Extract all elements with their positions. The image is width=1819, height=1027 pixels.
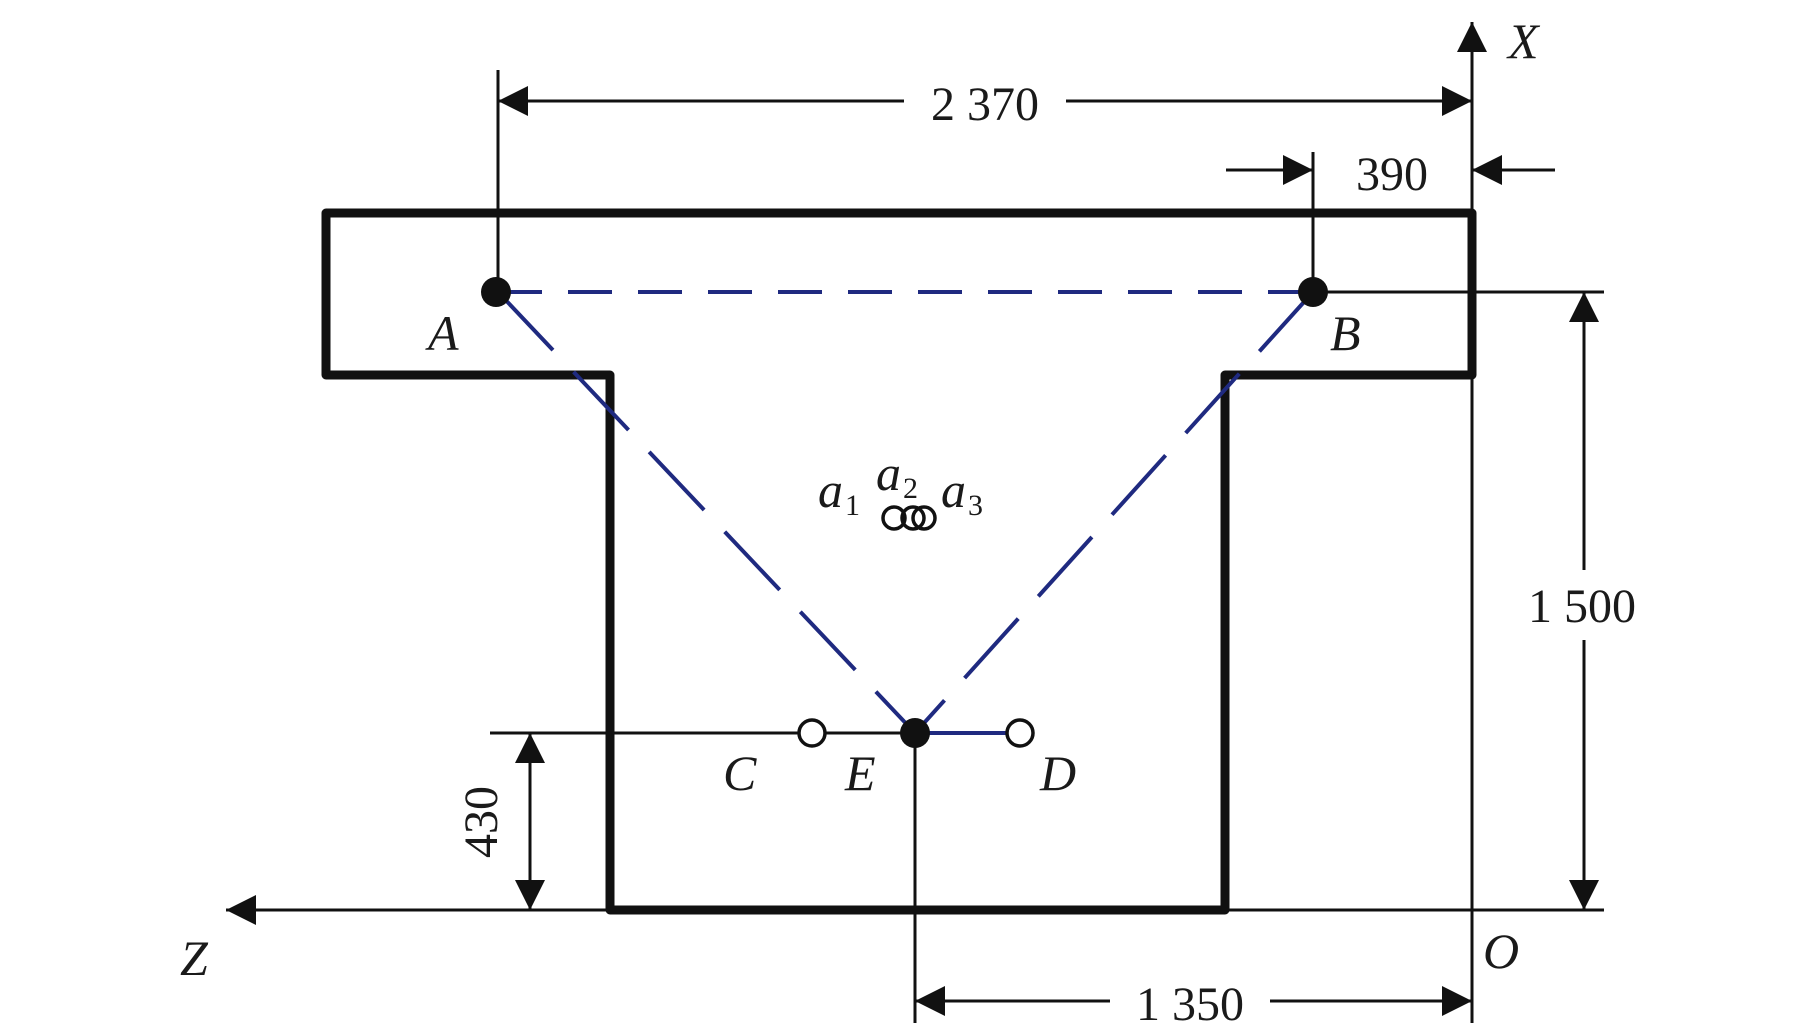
label-d: D [1039, 745, 1076, 801]
dimension-label-top-width: 2 370 [931, 78, 1039, 131]
label-a1: a1 [818, 462, 860, 522]
centroid-a1-marker [881, 505, 907, 531]
point-e-marker [900, 718, 930, 748]
dimension-label-base-to-e: 1 350 [1136, 978, 1244, 1027]
axis-label-x: X [1506, 13, 1541, 69]
axis-label-z: Z [180, 930, 209, 986]
label-b: B [1330, 305, 1361, 361]
dimension-label-right-offset: 390 [1356, 148, 1428, 201]
truss-line-a-e [496, 290, 917, 735]
dimension-label-bottom-offset: 430 [455, 786, 508, 858]
point-d-marker [1005, 718, 1035, 748]
point-c-marker [797, 718, 827, 748]
axis-label-origin: O [1483, 923, 1519, 979]
truss-line-b-e [913, 290, 1315, 735]
point-a-marker [481, 277, 511, 307]
centroid-a3-marker [911, 505, 937, 531]
label-a3: a3 [941, 462, 983, 522]
label-e: E [844, 745, 876, 801]
label-a: A [425, 305, 459, 361]
dimension-label-height: 1 500 [1528, 580, 1636, 633]
centroid-a2-marker [900, 505, 926, 531]
label-a2: a2 [876, 445, 918, 505]
label-c: C [723, 745, 757, 801]
point-b-marker [1298, 277, 1328, 307]
